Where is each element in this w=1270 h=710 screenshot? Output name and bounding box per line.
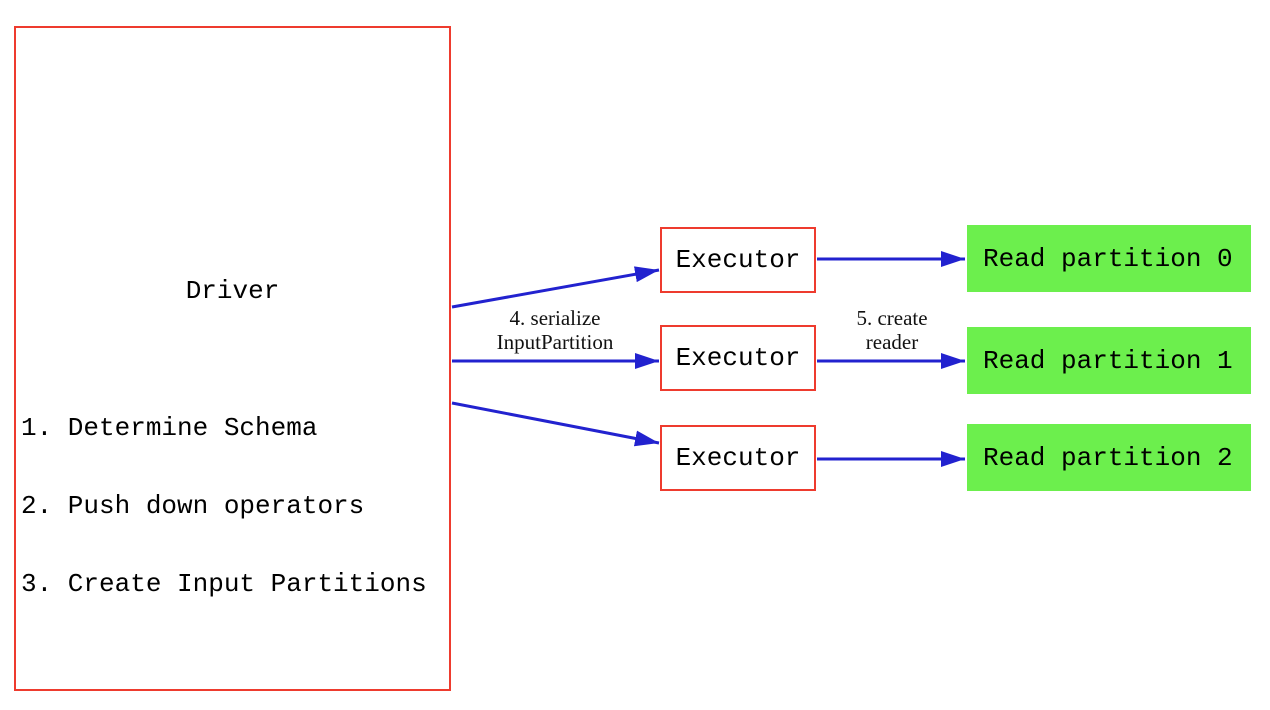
read-partition-box-1: Read partition 1 (967, 327, 1251, 394)
edge-label-line: 4. serialize (509, 306, 601, 330)
arrow-driver-to-executor-1 (451, 266, 660, 309)
edge-label-create-reader: 5. create reader (787, 306, 997, 354)
executor-label: Executor (675, 343, 801, 373)
executor-label: Executor (675, 443, 801, 473)
read-partition-box-2: Read partition 2 (967, 424, 1251, 491)
driver-step-list: 1. Determine Schema 2. Push down operato… (21, 363, 427, 649)
executor-box-2: Executor (660, 325, 816, 391)
read-partition-label: Read partition 0 (983, 243, 1233, 274)
driver-title: Driver (185, 276, 280, 306)
executor-box-1: Executor (660, 227, 816, 293)
edge-label-line: reader (865, 330, 919, 354)
edge-label-line: InputPartition (496, 330, 614, 354)
driver-step-create-input-partitions: 3. Create Input Partitions (21, 569, 427, 599)
read-partition-label: Read partition 2 (983, 442, 1233, 473)
edge-label-serialize-input-partition: 4. serialize InputPartition (450, 306, 660, 354)
arrow-driver-to-executor-3 (451, 401, 660, 447)
driver-step-determine-schema: 1. Determine Schema (21, 413, 318, 443)
read-partition-box-0: Read partition 0 (967, 225, 1251, 292)
edge-label-line: 5. create (856, 306, 928, 330)
executor-label: Executor (675, 245, 801, 275)
driver-box: Driver 1. Determine Schema 2. Push down … (14, 26, 451, 691)
executor-box-3: Executor (660, 425, 816, 491)
driver-step-push-down-operators: 2. Push down operators (21, 491, 365, 521)
read-partition-label: Read partition 1 (983, 345, 1233, 376)
